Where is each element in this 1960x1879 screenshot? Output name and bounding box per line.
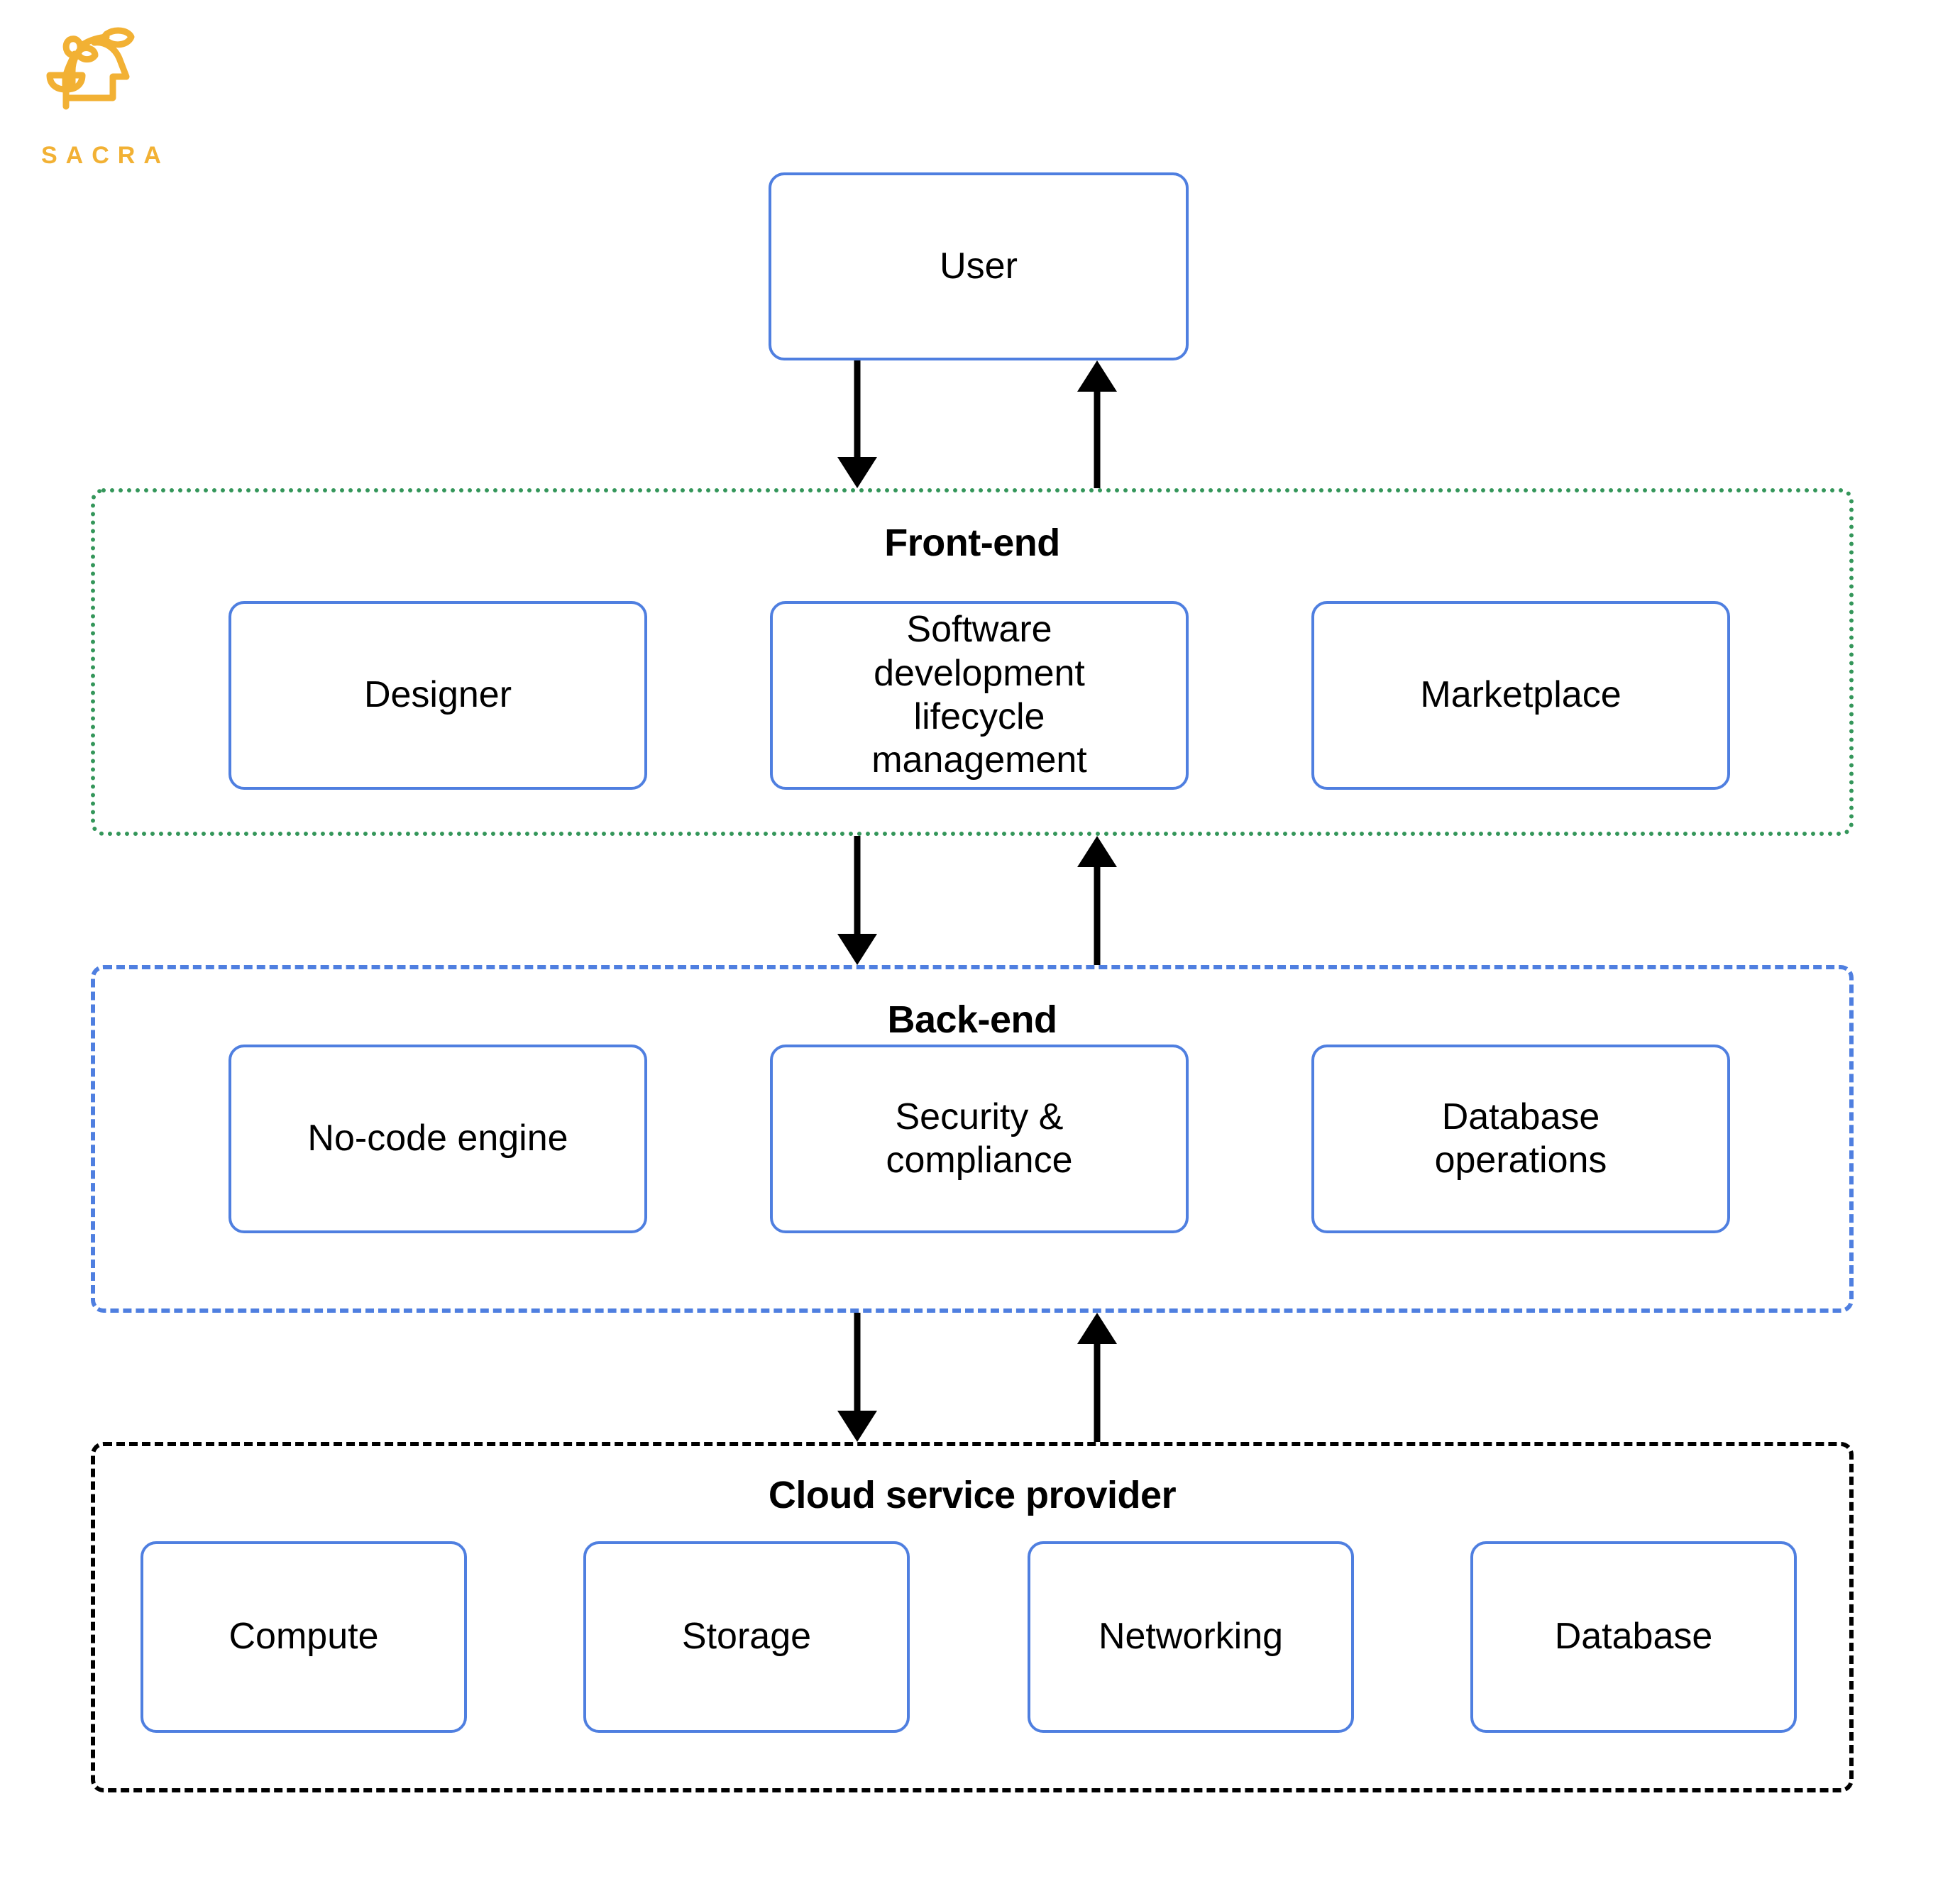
group-frontend-title: Front-end (884, 522, 1060, 564)
group-backend: Back-end (91, 965, 1854, 1313)
group-cloud-title: Cloud service provider (768, 1474, 1177, 1516)
node-user-label: User (940, 245, 1018, 287)
node-database-operations-label: Database operations (1434, 1096, 1607, 1181)
node-storage-label: Storage (681, 1616, 812, 1658)
arrow-frontend-to-backend (837, 836, 877, 965)
arrow-head-down-icon (837, 457, 877, 488)
arrow-shaft (854, 360, 861, 460)
arrow-backend-to-cloud (837, 1313, 877, 1442)
node-sdlc[interactable]: Software development lifecycle managemen… (770, 601, 1189, 790)
arrow-shaft (1094, 864, 1101, 965)
arrow-head-up-icon (1077, 360, 1117, 392)
node-no-code-engine[interactable]: No-code engine (229, 1045, 647, 1233)
arrow-backend-to-frontend (1077, 836, 1117, 965)
arrow-shaft (854, 1313, 861, 1414)
group-frontend: Front-end (91, 488, 1854, 836)
node-marketplace[interactable]: Marketplace (1311, 601, 1730, 790)
arrow-head-down-icon (837, 1411, 877, 1442)
group-cloud-service-provider: Cloud service provider (91, 1442, 1854, 1792)
arrow-head-down-icon (837, 934, 877, 965)
node-designer[interactable]: Designer (229, 601, 647, 790)
node-networking[interactable]: Networking (1028, 1541, 1354, 1733)
group-backend-title: Back-end (887, 998, 1057, 1041)
arrow-shaft (1094, 389, 1101, 488)
arrow-shaft (854, 836, 861, 937)
node-security-compliance[interactable]: Security & compliance (770, 1045, 1189, 1233)
arrow-cloud-to-backend (1077, 1313, 1117, 1442)
node-database-operations[interactable]: Database operations (1311, 1045, 1730, 1233)
arrow-head-up-icon (1077, 836, 1117, 867)
node-database[interactable]: Database (1470, 1541, 1797, 1733)
arrow-user-to-frontend (837, 360, 877, 488)
arrow-shaft (1094, 1341, 1101, 1442)
node-security-compliance-label: Security & compliance (886, 1096, 1073, 1181)
arrow-head-up-icon (1077, 1313, 1117, 1344)
node-database-label: Database (1554, 1616, 1713, 1658)
node-networking-label: Networking (1098, 1616, 1284, 1658)
node-designer-label: Designer (363, 674, 512, 716)
sacra-head-plant-logo-icon (46, 27, 135, 110)
node-marketplace-label: Marketplace (1420, 674, 1622, 716)
node-no-code-engine-label: No-code engine (307, 1118, 568, 1159)
arrow-frontend-to-user (1077, 360, 1117, 488)
node-user[interactable]: User (769, 172, 1189, 360)
node-storage[interactable]: Storage (583, 1541, 910, 1733)
node-compute[interactable]: Compute (141, 1541, 467, 1733)
brand-wordmark: SACRA (41, 142, 170, 169)
node-compute-label: Compute (229, 1616, 379, 1658)
sacra-logo: SACRA (41, 24, 197, 170)
node-sdlc-label: Software development lifecycle managemen… (871, 609, 1087, 781)
